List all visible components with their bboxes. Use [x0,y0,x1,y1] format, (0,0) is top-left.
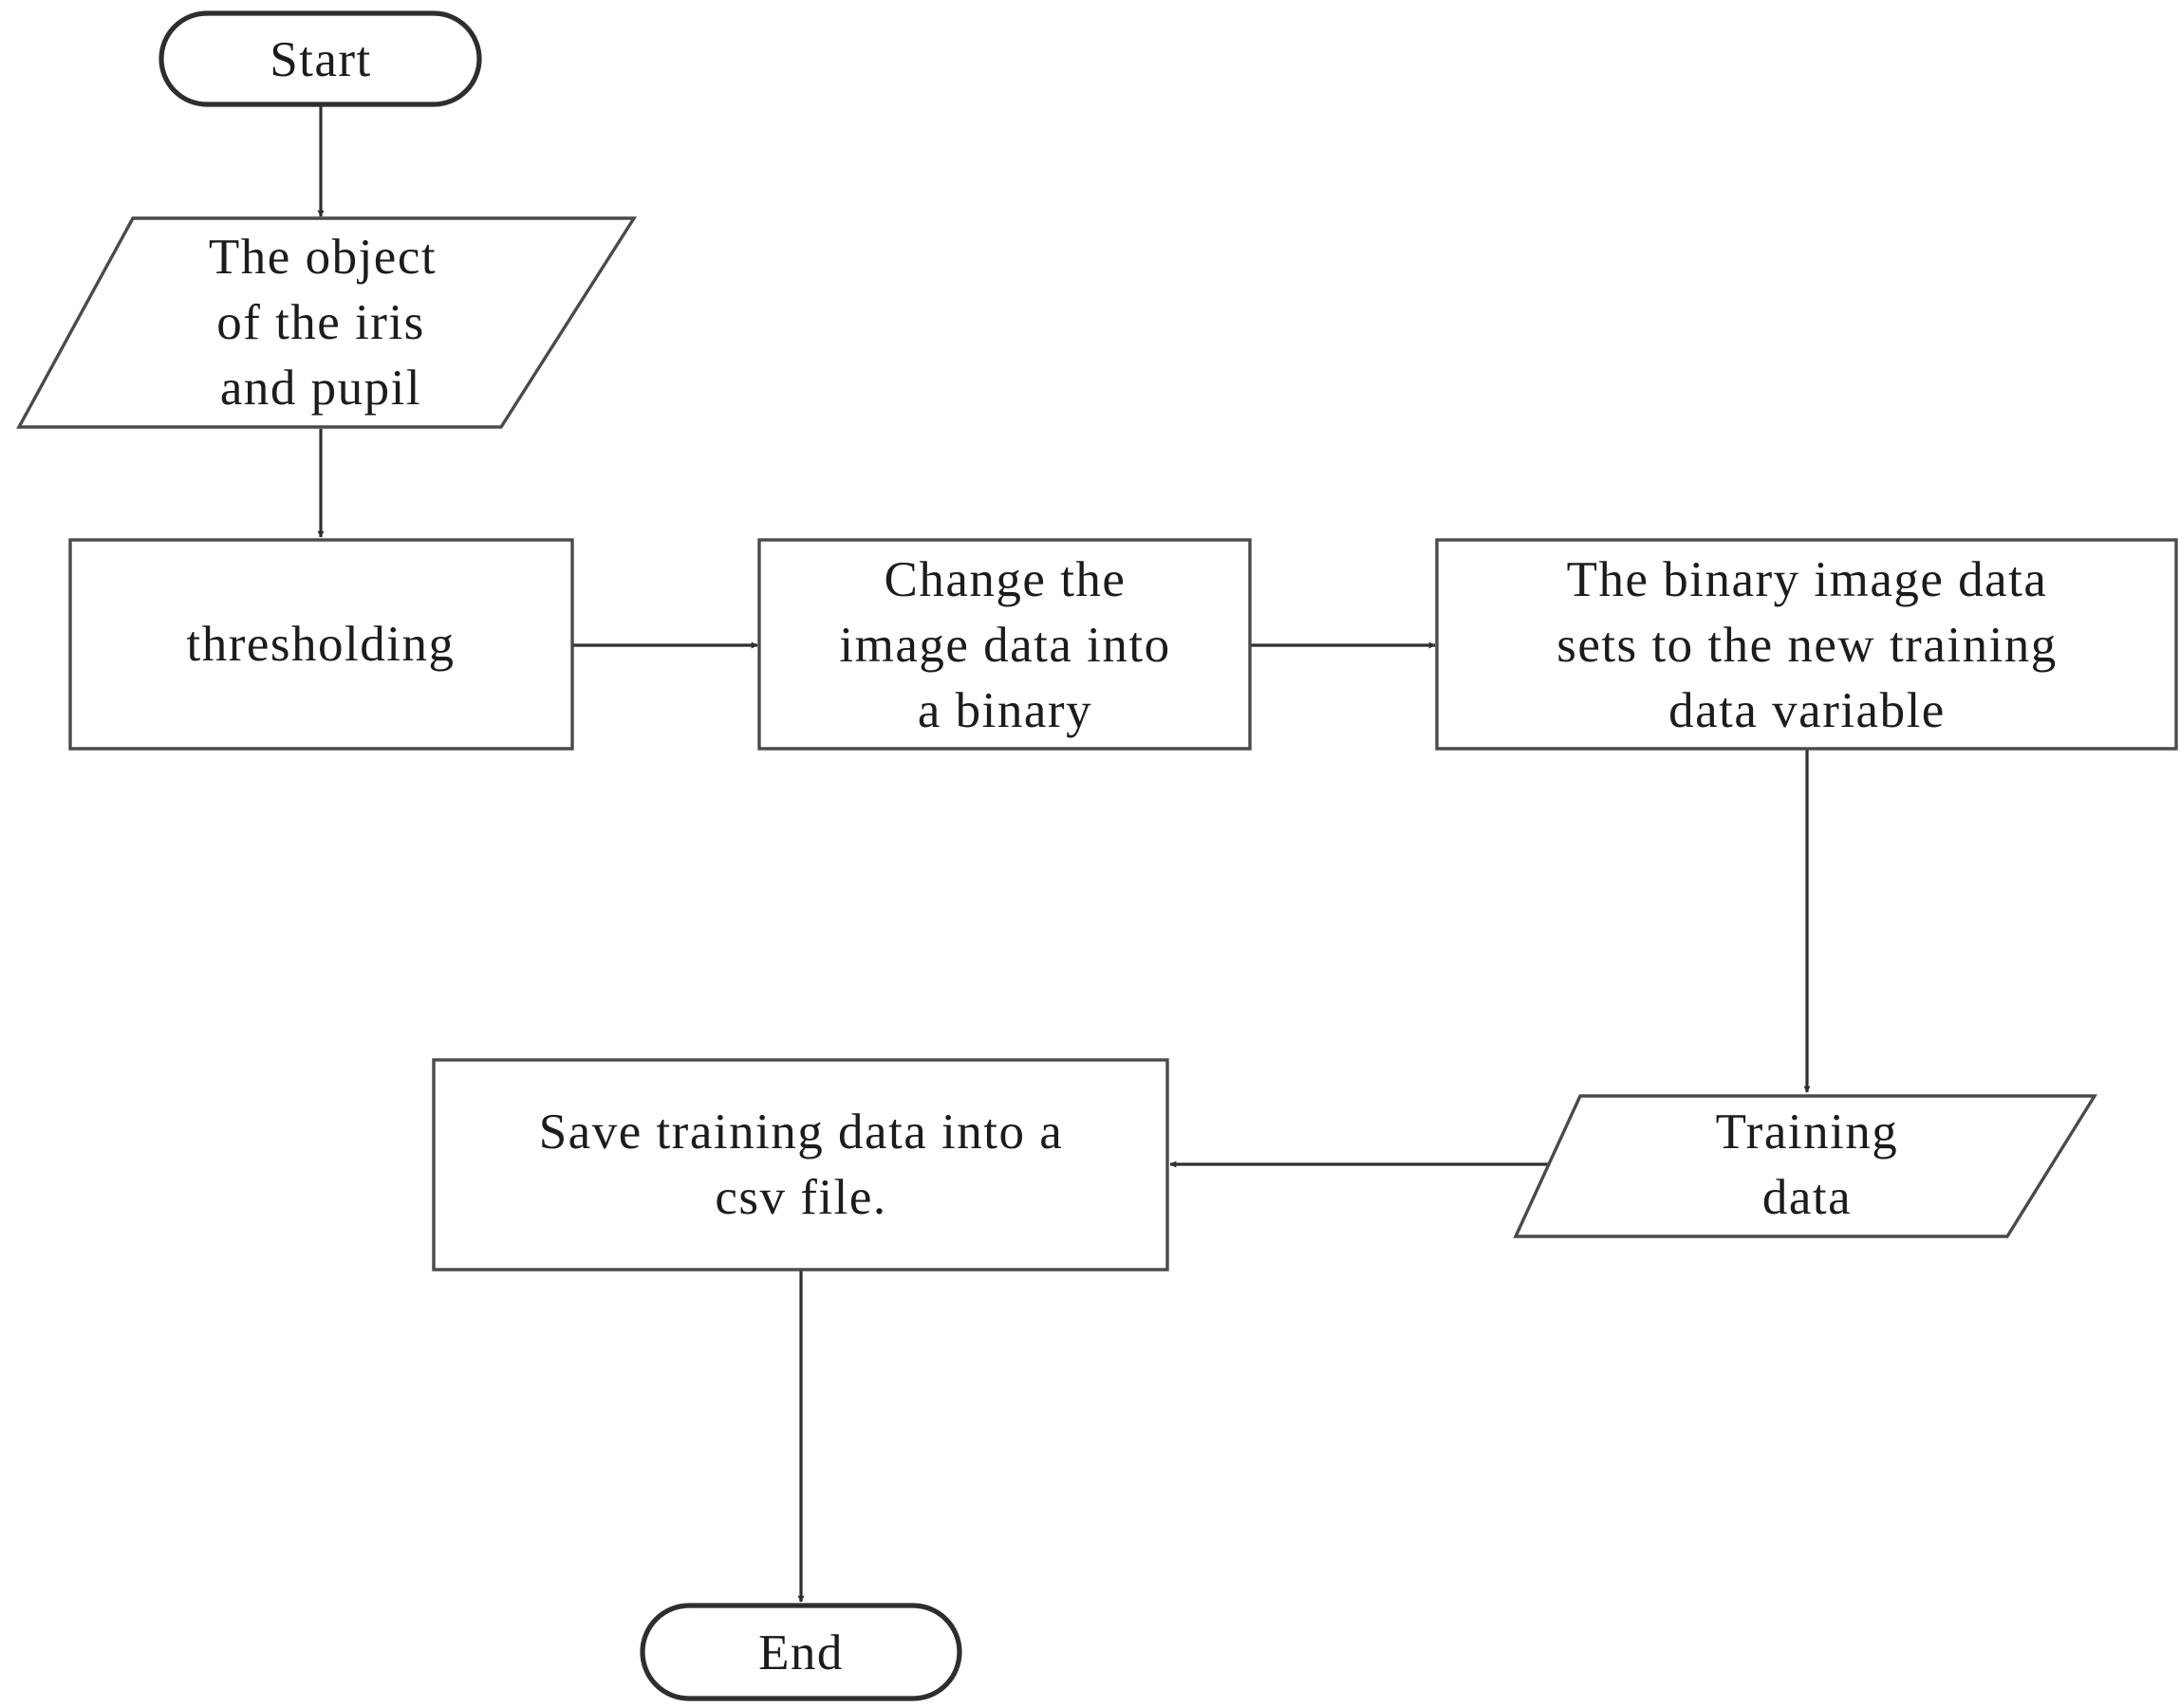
training-data-line-1: Training [1716,1105,1899,1160]
end-terminator: End [640,1603,962,1701]
training-data-line-2: data [1762,1170,1852,1225]
change-binary-line-1: Change the [885,552,1127,607]
change-binary-line-2: image data into [839,618,1170,673]
input-object-line-2: of the iris [216,295,425,350]
end-label: End [758,1625,844,1680]
change-binary-process: Change the image data into a binary [757,538,1252,751]
training-data-shape: Training data [1513,1094,2098,1238]
save-csv-line-2: csv file. [715,1170,886,1225]
input-object-shape: The object of the iris and pupil [16,216,638,429]
set-variable-line-2: sets to the new training [1556,618,2058,673]
save-csv-line-1: Save training data into a [539,1105,1064,1160]
input-object-line-3: and pupil [220,361,421,416]
thresholding-label: thresholding [187,617,456,672]
connectors [317,106,1811,1603]
save-csv-process: Save training data into a csv file. [432,1058,1169,1272]
start-label: Start [270,32,372,87]
input-object-line-1: The object [209,230,437,285]
set-variable-line-1: The binary image data [1567,552,2048,607]
thresholding-process: thresholding [68,538,574,751]
set-variable-line-3: data variable [1668,683,1946,738]
change-binary-line-3: a binary [918,683,1092,738]
set-variable-process: The binary image data sets to the new tr… [1435,538,2178,751]
start-terminator: Start [158,10,482,107]
